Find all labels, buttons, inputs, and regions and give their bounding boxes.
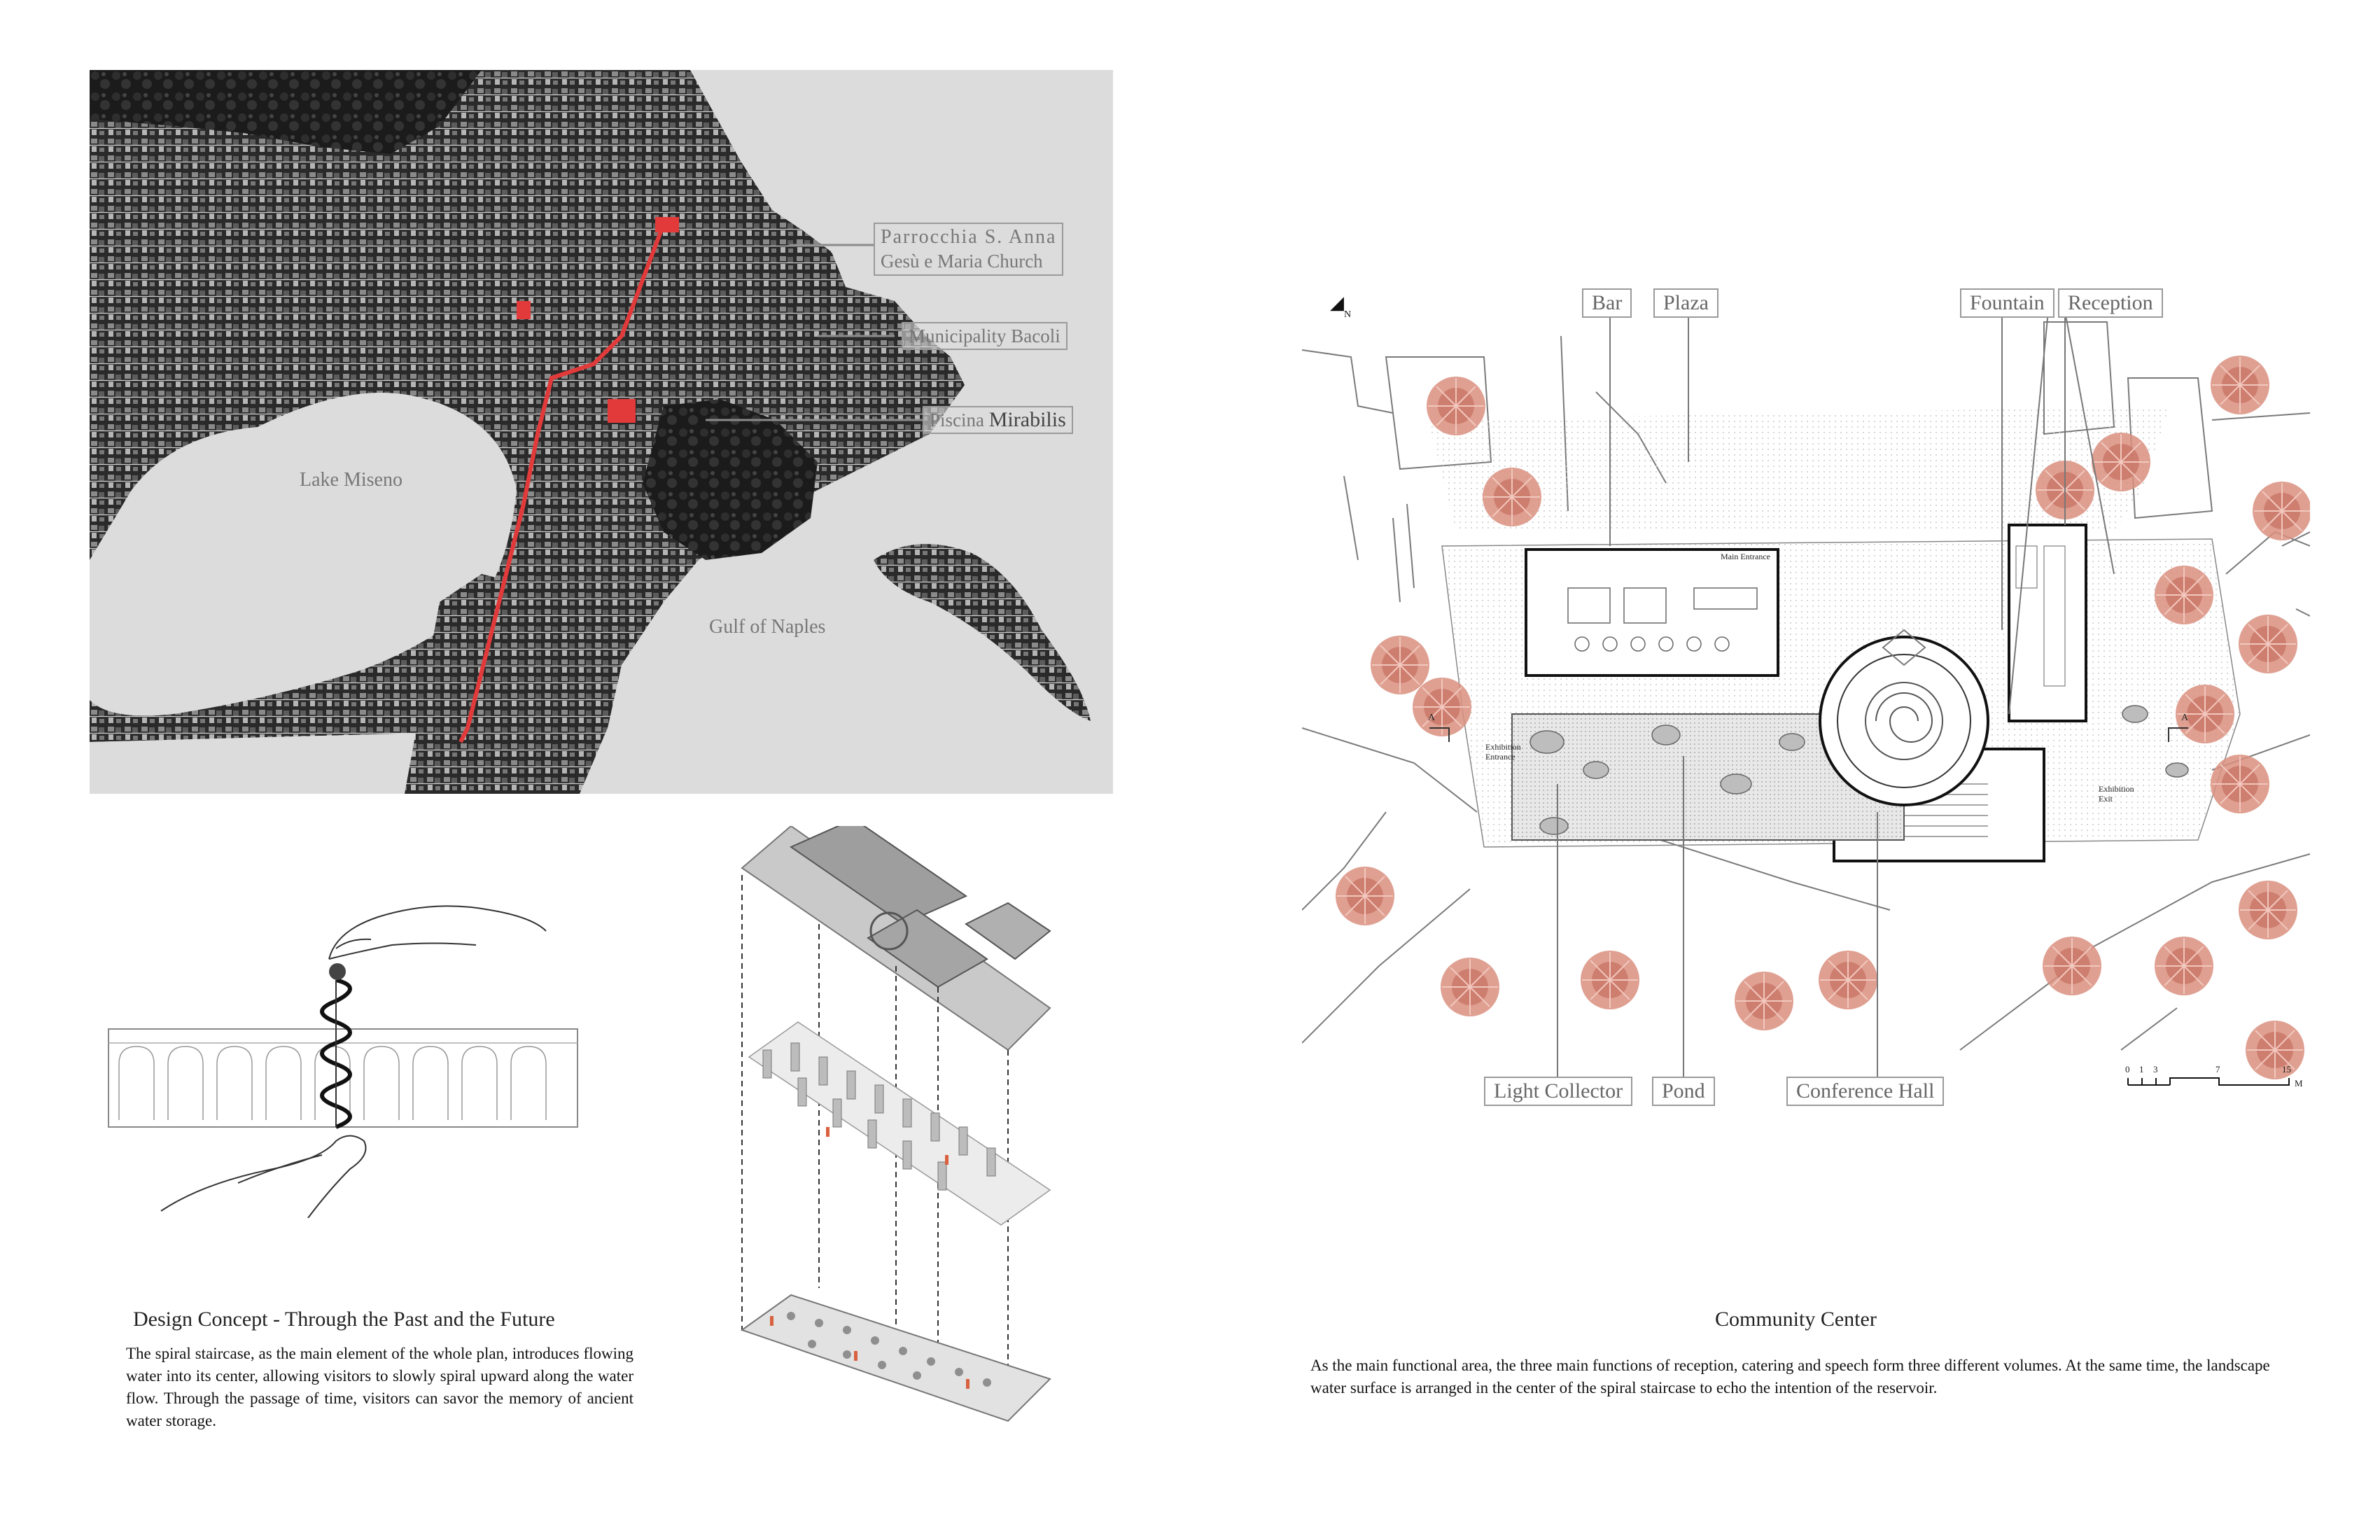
lake-label: Lake Miseno <box>300 469 402 491</box>
exhibition-entrance-line1: Exhibition <box>1485 742 1521 752</box>
municipality-label: Municipality Bacoli <box>902 322 1068 350</box>
piscina-label-b: Mirabilis <box>988 408 1066 431</box>
church-label: Parrocchia S. Anna Gesù e Maria Church <box>874 223 1064 276</box>
section-mark-right: A <box>2181 713 2189 723</box>
exhibition-exit-line2: Exit <box>2099 794 2113 804</box>
community-title: Community Center <box>1715 1308 1877 1331</box>
gulf-label: Gulf of Naples <box>709 616 826 638</box>
piscina-label: Piscina Mirabilis <box>923 406 1073 434</box>
scale-tick-3: 3 <box>2153 1064 2158 1074</box>
axonometric-drawing <box>714 826 1134 1428</box>
callout-reception: Reception <box>2058 288 2163 318</box>
exhibition-entrance-label: Exhibition Entrance <box>1485 742 1521 762</box>
callout-fountain: Fountain <box>1960 288 2054 318</box>
church-label-line2: Gesù e Maria Church <box>881 251 1043 272</box>
exhibition-entrance-line2: Entrance <box>1485 752 1516 762</box>
exhibition-exit-label: Exhibition Exit <box>2099 784 2134 804</box>
callout-light-collector: Light Collector <box>1484 1077 1633 1106</box>
church-label-line1: Parrocchia S. Anna <box>881 226 1057 248</box>
scale-tick-7: 7 <box>2216 1064 2220 1074</box>
concept-drawing <box>98 889 588 1218</box>
piscina-label-a: Piscina <box>930 410 989 430</box>
north-label: N <box>1344 309 1352 320</box>
scale-tick-15: 15 <box>2282 1064 2291 1074</box>
callout-plaza: Plaza <box>1653 288 1718 318</box>
exhibition-exit-line1: Exhibition <box>2099 784 2134 794</box>
scale-unit: M <box>2295 1078 2303 1088</box>
scale-tick-0: 0 <box>2125 1064 2130 1074</box>
north-arrow-icon: ◢ <box>1330 293 1344 313</box>
scale-tick-1: 1 <box>2139 1064 2144 1074</box>
callout-pond: Pond <box>1652 1077 1715 1106</box>
section-mark-left: A <box>1428 713 1436 723</box>
main-entrance-label: Main Entrance <box>1721 552 1770 561</box>
callout-conference-hall: Conference Hall <box>1786 1077 1945 1106</box>
concept-title: Design Concept - Through the Past and th… <box>133 1308 555 1331</box>
concept-description: The spiral staircase, as the main elemen… <box>126 1345 634 1429</box>
site-plan: ◢ N Bar Plaza Fountain Reception Light C… <box>1302 280 2310 1120</box>
community-description: As the main functional area, the three m… <box>1310 1357 2270 1396</box>
site-map: Parrocchia S. Anna Gesù e Maria Church M… <box>90 70 1113 794</box>
callout-bar: Bar <box>1582 288 1632 318</box>
